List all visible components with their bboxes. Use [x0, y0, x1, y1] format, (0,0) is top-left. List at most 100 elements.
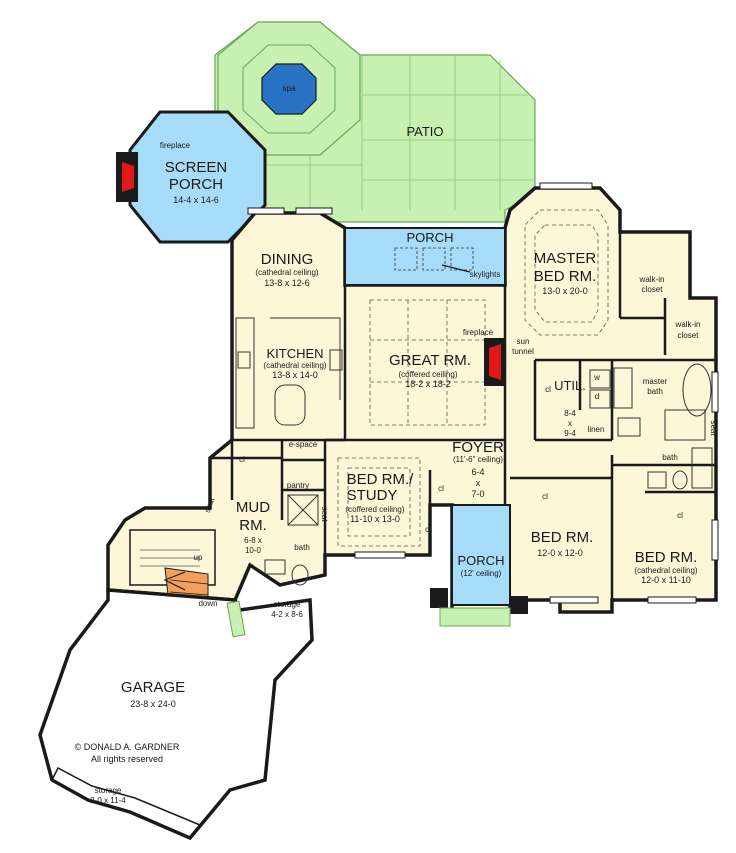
stair-down-label: down: [198, 599, 217, 608]
copyright-line2: All rights reserved: [91, 754, 163, 764]
great-room-note: (coffered ceiling): [399, 370, 458, 379]
study-dims: 11-10 x 13-0: [350, 514, 400, 524]
kitchen-note: (cathedral ceiling): [263, 361, 326, 370]
seat-master-bath: seat: [709, 420, 718, 436]
front-porch-column-left: [430, 588, 448, 608]
closet-util: cl: [545, 385, 551, 394]
foyer-dims1: 6-4: [471, 467, 484, 477]
storage1-line2: 4-2 x 8-6: [271, 610, 303, 619]
front-porch-area: [451, 504, 511, 606]
skylights-leader: [441, 264, 471, 273]
mud-dims2: 10-0: [245, 546, 262, 555]
closet-bed3: cl: [677, 511, 683, 520]
pantry-label: pantry: [287, 481, 309, 490]
bed3-note: (cathedral ceiling): [634, 566, 697, 575]
bath2-fixtures: [647, 447, 713, 490]
master-bath-line1: master: [643, 377, 668, 386]
spa-label: spa: [283, 84, 296, 93]
study-name2: STUDY: [347, 487, 398, 504]
front-porch-column-right: [510, 596, 528, 614]
bath2-label: bath: [662, 453, 678, 462]
screen-porch-dims: 14-4 x 14-6: [173, 195, 219, 205]
garage-name: GARAGE: [121, 679, 185, 696]
patio-grid: [265, 55, 535, 210]
storage1-line1: storage: [274, 600, 301, 609]
study-coffer: [337, 457, 421, 547]
seat-pantry: seat: [320, 506, 329, 522]
front-porch-note: (12' ceiling): [461, 569, 502, 578]
great-room-fire: [489, 344, 501, 380]
screen-porch-name2: PORCH: [169, 176, 223, 193]
skylights-label: skylights: [470, 270, 501, 279]
dining-note: (cathedral ceiling): [255, 268, 318, 277]
util-name: UTIL.: [554, 378, 586, 393]
closet-bed2: cl: [542, 492, 548, 501]
walkin2-line2: closet: [678, 331, 700, 340]
front-porch-name: PORCH: [458, 553, 505, 568]
linen-label: linen: [588, 425, 605, 434]
closet-study: cl: [425, 525, 431, 534]
great-room-name: GREAT RM.: [389, 352, 471, 369]
foyer-dims2: x: [476, 478, 481, 488]
master-dims: 13-0 x 20-0: [542, 286, 588, 296]
interior-walls: [210, 232, 716, 600]
rear-porch-label: PORCH: [407, 230, 454, 245]
closet-mud: cl: [239, 455, 245, 464]
screen-porch-name1: SCREEN: [165, 159, 228, 176]
foyer-name: FOYER: [452, 439, 504, 456]
rear-porch-area: [344, 227, 506, 286]
mud-name1: MUD: [236, 499, 270, 516]
bed3-name: BED RM.: [635, 549, 698, 566]
front-steps: [439, 607, 511, 627]
util-dims3: 9-4: [564, 429, 576, 438]
master-bath-fixtures: [589, 363, 712, 441]
walkin1-line2: closet: [642, 285, 664, 294]
mud-dims1: 6-8 x: [244, 536, 262, 545]
great-room-dims: 18-2 x 18-2: [405, 379, 451, 389]
closet-foyer: cl: [438, 484, 444, 493]
sun-tunnel-line2: tunnel: [512, 347, 534, 356]
stair-arrow: [163, 571, 186, 591]
util-w: w: [593, 373, 600, 382]
mud-bath-label: bath: [294, 543, 310, 552]
storage2-line1: storage: [95, 786, 122, 795]
master-ceiling-detail: [524, 209, 609, 336]
patio-label: PATIO: [406, 124, 443, 139]
util-d: d: [595, 392, 599, 401]
mud-name2: RM.: [239, 517, 267, 534]
kitchen-name: KITCHEN: [266, 346, 323, 361]
storage2-line2: 2-0 x 11-4: [90, 796, 126, 805]
copyright-line1: © DONALD A. GARDNER: [75, 742, 180, 752]
util-dims2: x: [568, 419, 572, 428]
window-markers: [247, 182, 719, 604]
walkin2-line1: walk-in: [675, 320, 701, 329]
dining-name: DINING: [261, 251, 314, 268]
bed2-dims: 12-0 x 12-0: [537, 548, 583, 558]
study-name1: BED RM./: [347, 471, 415, 488]
master-name1: MASTER: [534, 250, 597, 267]
kitchen-dims: 13-8 x 14-0: [272, 370, 318, 380]
kitchen-counters: [235, 317, 343, 429]
master-bath-line2: bath: [647, 387, 663, 396]
study-note: (coffered ceiling): [346, 505, 405, 514]
mud-bath-fixtures: [264, 494, 319, 586]
spa-deck-inner: [242, 44, 336, 134]
dining-dims: 13-8 x 12-6: [264, 278, 310, 288]
foyer-note: (11'-6" ceiling): [453, 455, 503, 464]
sun-tunnel-line1: sun: [517, 337, 530, 346]
master-name2: BED RM.: [534, 268, 597, 285]
garage-step: [226, 600, 246, 638]
spa-pool: [261, 63, 317, 115]
walkin1-line1: walk-in: [639, 275, 665, 284]
great-room-fireplace-label: fireplace: [463, 328, 494, 337]
garage-floor: [38, 588, 314, 841]
stair-treads: [140, 549, 200, 567]
stair-up-label: up: [194, 553, 203, 562]
e-space-label: e-space: [289, 440, 318, 449]
screen-porch-fire: [122, 162, 134, 192]
screen-porch-fireplace-label: fireplace: [160, 141, 191, 150]
garage-dims: 23-8 x 24-0: [130, 699, 176, 709]
util-dims1: 8-4: [564, 409, 576, 418]
bed3-dims: 12-0 x 11-10: [641, 575, 691, 585]
